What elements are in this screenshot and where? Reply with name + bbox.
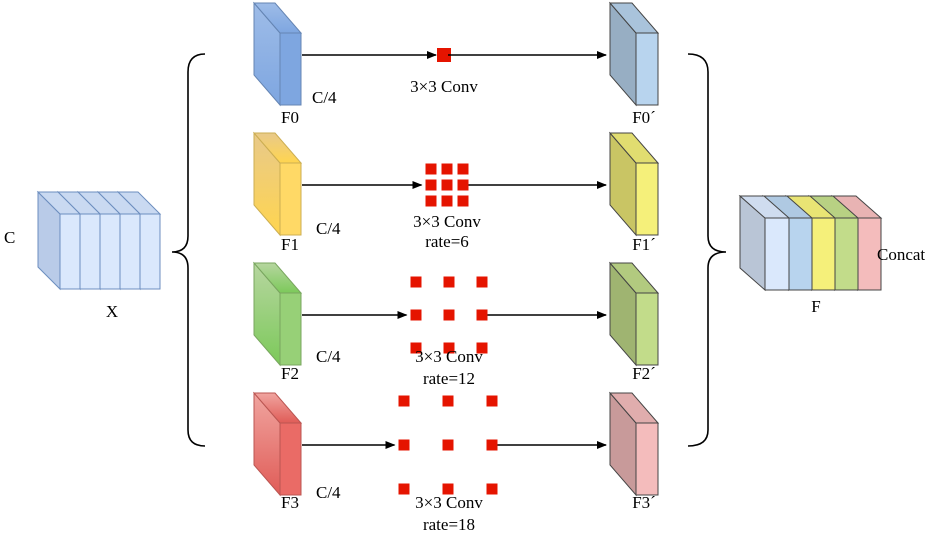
branch-2-in-label: F2 [281, 364, 299, 383]
branch-0-out-label: F0´ [632, 108, 656, 127]
branch-0-in-label: F0 [281, 108, 299, 127]
kernel-cell [398, 483, 410, 495]
input-slice-front [59, 213, 81, 290]
kernel-cell [441, 195, 453, 207]
input-slice-front [99, 213, 121, 290]
branch-2-out-label: F2´ [632, 364, 656, 383]
kernel-cell [410, 276, 422, 288]
branch-1 [252, 131, 660, 237]
input-slice-front [139, 213, 161, 290]
branch-1-output-slab [608, 131, 660, 237]
branch-1-out-label: F1´ [632, 235, 656, 254]
concat-label: Concat [877, 245, 925, 264]
branches [252, 1, 660, 497]
kernel-cell [457, 195, 469, 207]
branch-0-input-front [279, 32, 302, 106]
branch-0-channel-label: C/4 [312, 88, 337, 107]
branch-1-in-label: F1 [281, 235, 299, 254]
input-slice [36, 190, 82, 291]
branch-3-channel-label: C/4 [316, 483, 341, 502]
branch-2-rate-label: rate=12 [423, 369, 475, 388]
input-channel-label: C [4, 228, 15, 247]
kernel-cell [398, 395, 410, 407]
kernel-cell [457, 163, 469, 175]
branch-2-output-slab [608, 261, 660, 367]
branch-0-input-slab [252, 1, 303, 107]
branch-3-input-front [279, 422, 302, 496]
branch-0 [252, 1, 660, 107]
concat-slice-front [764, 217, 790, 291]
branch-2 [252, 261, 660, 367]
branch-3-rate-label: rate=18 [423, 515, 475, 534]
concat-slice [738, 194, 791, 292]
output-label: F [811, 297, 820, 316]
branch-1-input-slab [252, 131, 303, 237]
branch-3-out-label: F3´ [632, 493, 656, 512]
concat-tensor [738, 194, 883, 292]
kernel-cell [425, 195, 437, 207]
kernel-cell [410, 309, 422, 321]
branch-2-channel-label: C/4 [316, 347, 341, 366]
input-label: X [106, 302, 118, 321]
branch-1-kernel [425, 163, 469, 207]
concat-slice-front [787, 217, 813, 291]
branch-3-output-front [635, 422, 659, 496]
kernel-cell [476, 276, 488, 288]
branch-2-kernel [410, 276, 488, 354]
branch-3-in-label: F3 [281, 493, 299, 512]
branch-2-conv-label: 3×3 Conv [415, 347, 483, 366]
branch-3-conv-label: 3×3 Conv [415, 493, 483, 512]
kernel-cell [457, 179, 469, 191]
input-tensor [36, 190, 162, 291]
branch-0-output-slab [608, 1, 660, 107]
kernel-cell [425, 163, 437, 175]
branch-2-output-front [635, 292, 659, 366]
branch-2-input-slab [252, 261, 303, 367]
kernel-cell [442, 395, 454, 407]
kernel-cell [443, 276, 455, 288]
branch-0-output-front [635, 32, 659, 106]
branch-3-output-slab [608, 391, 660, 497]
split-brace [171, 53, 206, 447]
input-slice-front [119, 213, 141, 290]
kernel-cell [410, 342, 422, 354]
kernel-cell [437, 48, 451, 62]
kernel-cell [442, 483, 454, 495]
branch-1-input-front [279, 162, 302, 236]
kernel-cell [443, 342, 455, 354]
concat-slice-front [833, 217, 859, 291]
input-slice-front [79, 213, 101, 290]
branch-0-conv-label: 3×3 Conv [410, 77, 478, 96]
kernel-cell [398, 439, 410, 451]
kernel-cell [486, 395, 498, 407]
kernel-cell [486, 483, 498, 495]
branch-3-kernel [398, 395, 498, 495]
merge-brace [687, 53, 727, 447]
branch-1-output-front [635, 162, 659, 236]
branch-3-input-slab [252, 391, 303, 497]
concat-slice-front [856, 217, 882, 291]
kernel-cell [486, 439, 498, 451]
branch-3 [252, 391, 660, 497]
branch-1-rate-label: rate=6 [425, 232, 469, 251]
branch-2-input-front [279, 292, 302, 366]
kernel-cell [476, 342, 488, 354]
kernel-cell [441, 163, 453, 175]
kernel-cell [476, 309, 488, 321]
branch-1-channel-label: C/4 [316, 219, 341, 238]
kernel-cell [443, 309, 455, 321]
concat-slice-front [810, 217, 836, 291]
branch-0-kernel [437, 48, 451, 62]
branch-1-conv-label: 3×3 Conv [413, 212, 481, 231]
kernel-cell [442, 439, 454, 451]
kernel-cell [441, 179, 453, 191]
kernel-cell [425, 179, 437, 191]
